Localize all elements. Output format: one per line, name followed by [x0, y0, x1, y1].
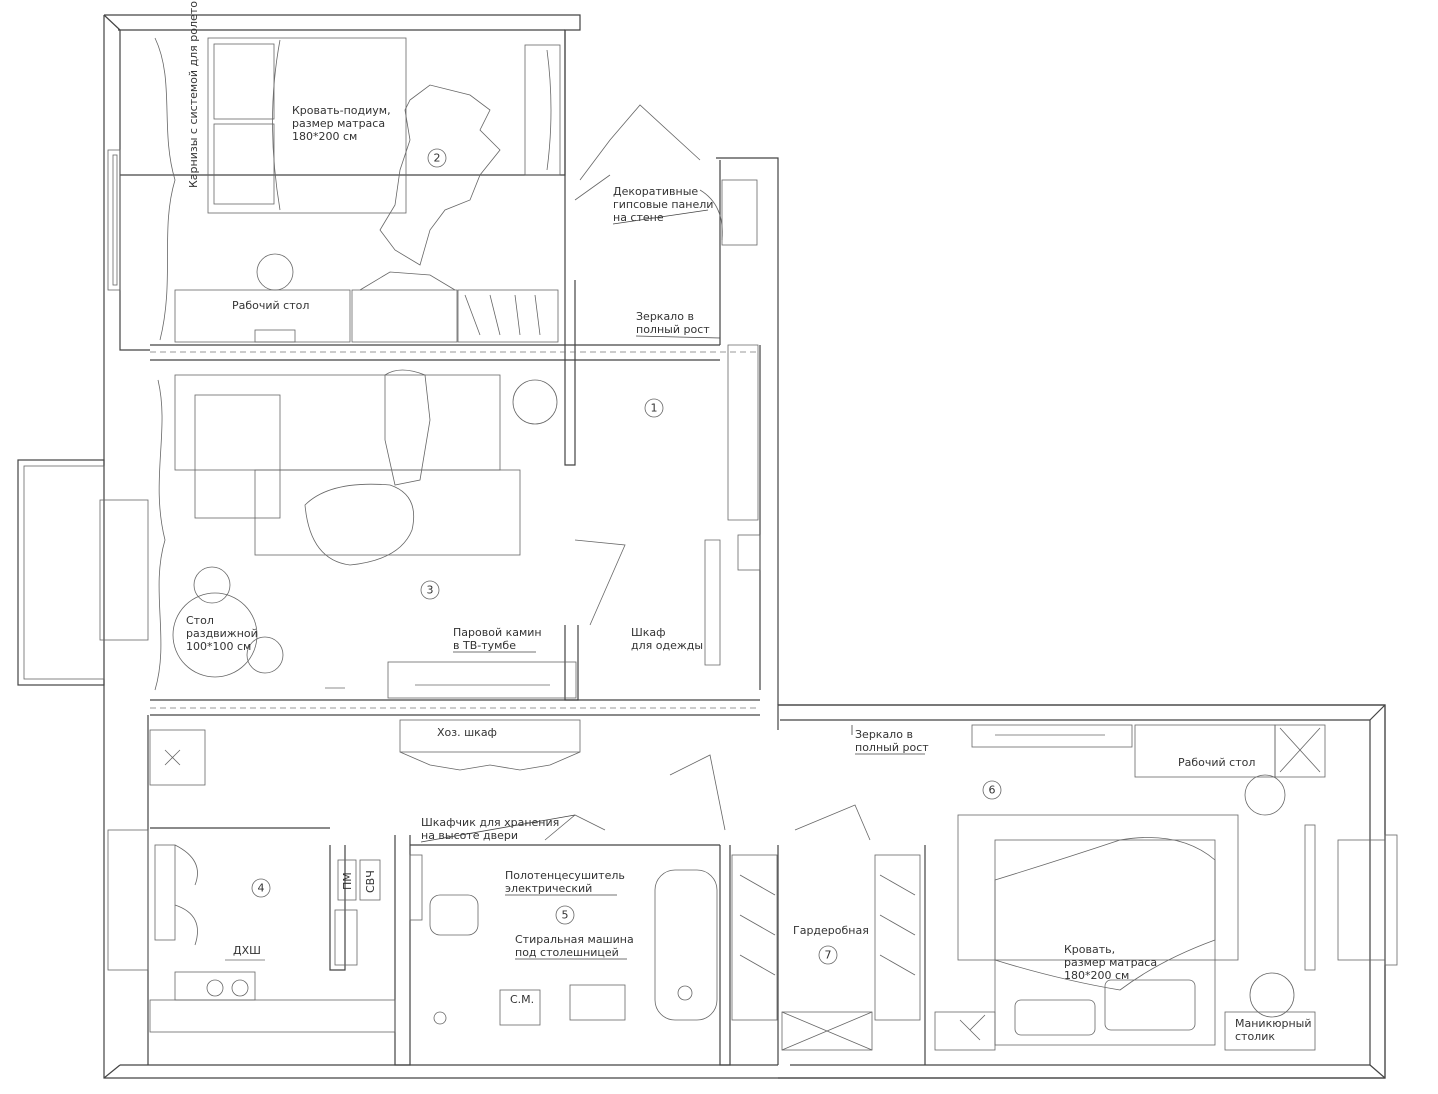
storage-label-1: Шкафчик для хранения [421, 816, 559, 829]
hall-1 [574, 104, 761, 571]
bathtub [654, 869, 718, 1021]
carpet-2 [957, 814, 1239, 961]
throw-blanket [384, 369, 431, 486]
towel-label-1: Полотенцесушитель [505, 869, 625, 882]
bed-1 [207, 37, 407, 214]
interior-walls [147, 280, 926, 1066]
bed2-label-3: 180*200 см [1064, 969, 1129, 982]
mirror2-label-2: полный рост [855, 741, 929, 754]
room-number-6: 6 [989, 784, 996, 797]
coffee-table [304, 483, 415, 566]
bed2-label-1: Кровать, [1064, 943, 1115, 956]
deco-panels-label-2: гипсовые панели [613, 198, 713, 211]
bed1-label-3: 180*200 см [292, 130, 357, 143]
tv-unit [387, 661, 577, 699]
dresser-label-2: столик [1235, 1030, 1275, 1043]
curtain-1 [154, 37, 176, 341]
washer-label-2: под столешницей [515, 946, 619, 959]
mirror-1 [727, 344, 759, 521]
living-room-3 [154, 369, 721, 699]
sink [569, 984, 626, 1021]
table-label-1: Стол [186, 614, 214, 627]
desk-1 [174, 289, 351, 343]
mirror1-label-2: полный рост [636, 323, 710, 336]
dining-table [172, 592, 258, 678]
svch-label: СВЧ [364, 870, 377, 893]
kitchen-4 [149, 729, 396, 1033]
chair-1 [256, 253, 294, 291]
dresser [1224, 1011, 1316, 1051]
room-number-4: 4 [258, 882, 265, 895]
storage-label-2: на высоте двери [421, 829, 518, 842]
annotations: Карнизы с системой для ролетов Кровать-п… [186, 0, 1311, 1043]
desk1-label: Рабочий стол [232, 299, 309, 312]
curtains-label: Карнизы с системой для ролетов [187, 0, 200, 188]
bed2-label-2: размер матраса [1064, 956, 1157, 969]
deco-panels-label-1: Декоративные [613, 185, 698, 198]
sofa [174, 374, 501, 471]
utility-closet [399, 719, 726, 831]
sm-label: С.М. [510, 993, 534, 1006]
fireplace-label-2: в ТВ-тумбе [453, 639, 516, 652]
wardrobe-1 [457, 289, 559, 343]
dresser-label-1: Маникюрный [1235, 1017, 1311, 1030]
wardrobe-label-1: Шкаф [631, 626, 666, 639]
room-number-2: 2 [434, 152, 441, 165]
desk2-label: Рабочий стол [1178, 756, 1255, 769]
desk-2 [1134, 724, 1276, 778]
outer-walls [103, 14, 1386, 1079]
washer [499, 989, 541, 1026]
wardrobe-2 [704, 539, 721, 666]
rug-1 [379, 84, 501, 266]
cabinet-1 [524, 44, 561, 176]
table-label-2: раздвижной [186, 627, 258, 640]
room-number-7: 7 [825, 949, 832, 962]
mirror2-label-1: Зеркало в [855, 728, 913, 741]
room-number-3: 3 [427, 584, 434, 597]
dashed-lines [150, 351, 760, 709]
table-label-3: 100*100 см [186, 640, 251, 653]
balcony [17, 459, 105, 686]
dressing-7 [731, 804, 921, 1051]
dressing-label: Гардеробная [793, 924, 869, 937]
wardrobe-label-2: для одежды [631, 639, 703, 652]
room-numbers: 1 2 3 4 5 6 7 [251, 148, 1002, 965]
bedroom-6 [934, 724, 1326, 1051]
windows [99, 149, 1398, 971]
fireplace-label-1: Паровой камин [453, 626, 542, 639]
room-number-5: 5 [562, 909, 569, 922]
utility-label: Хоз. шкаф [437, 726, 497, 739]
carpet [254, 469, 521, 556]
deco-panels-label-3: на стене [613, 211, 664, 224]
pm-label: ПМ [341, 872, 354, 890]
towel-label-2: электрический [505, 882, 592, 895]
washer-label-1: Стиральная машина [515, 933, 634, 946]
bedroom-2 [154, 37, 561, 343]
bed1-label-1: Кровать-подиум, [292, 104, 391, 117]
leader-lines [420, 209, 925, 960]
dhw-label: ДХШ [233, 944, 261, 957]
bed1-label-2: размер матраса [292, 117, 385, 130]
toilet [429, 894, 479, 936]
curtain-2 [154, 379, 166, 691]
mirror1-label-1: Зеркало в [636, 310, 694, 323]
floor-lamp [512, 379, 558, 425]
room-number-1: 1 [651, 402, 658, 415]
